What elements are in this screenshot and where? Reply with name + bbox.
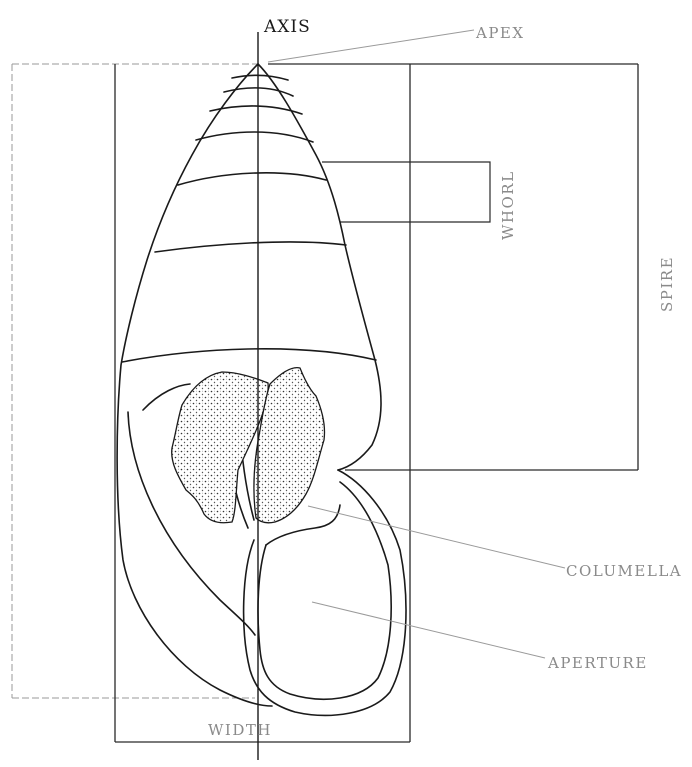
label-axis: AXIS [263,17,311,37]
label-spire: SPIRE [658,256,676,312]
whorl-bracket [322,162,490,222]
spire-bracket [268,64,638,470]
cutaway-section [172,368,325,523]
leader-lines [268,30,565,658]
label-whorl: WHORL [499,170,517,240]
label-columella: COLUMELLA [566,562,682,580]
label-width: WIDTH [208,721,272,739]
label-apex: APEX [475,24,525,42]
label-aperture: APERTURE [547,654,648,672]
